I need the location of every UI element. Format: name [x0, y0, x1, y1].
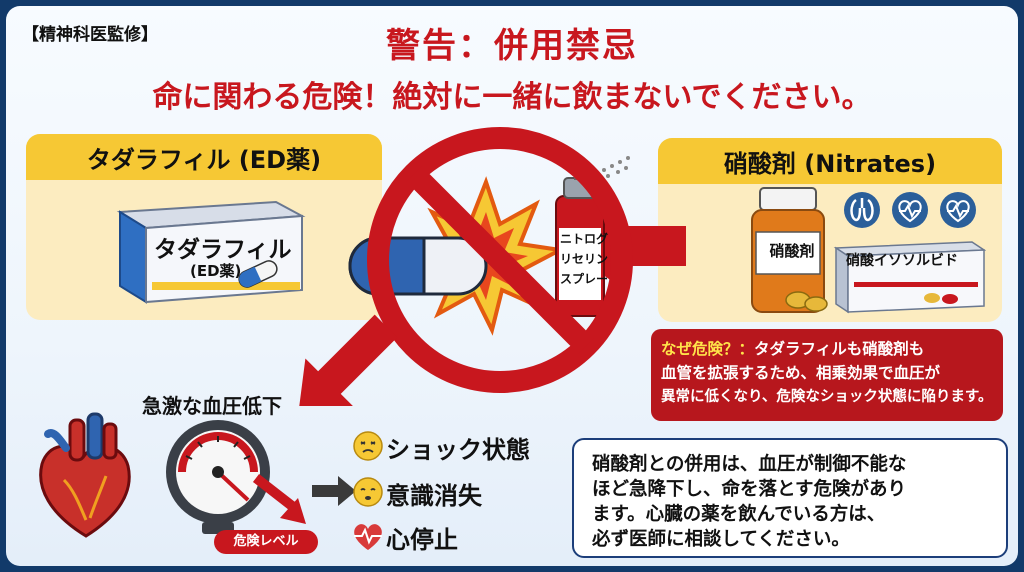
- spray-label-line1: ニトログ: [560, 232, 609, 246]
- isosorbide-box-label: 硝酸イソソルビド: [846, 253, 958, 269]
- symptom-cardiac-arrest: 心停止: [386, 526, 458, 554]
- symptom-shock: ショック状態: [386, 436, 530, 464]
- dizzy-face-icon: [353, 431, 383, 461]
- heart-pulse-icon: [892, 192, 928, 228]
- warning-line-3: ます。心臓の薬を飲んでいる方は、: [592, 504, 886, 525]
- nitrate-bottle-illustration: [751, 187, 828, 313]
- blood-pressure-drop-label: 急激な血圧低下: [142, 394, 282, 418]
- lungs-icon: [844, 192, 880, 228]
- heart-pulse-icon: [940, 192, 976, 228]
- warning-line-1: 硝酸剤との併用は、血圧が制御不能な: [592, 454, 907, 475]
- tadalafil-panel-heading: タダラフィル (ED薬): [26, 134, 382, 180]
- why-line1: タダラフィルも硝酸剤も: [754, 340, 925, 358]
- spray-label-line2: リセリン: [560, 252, 609, 266]
- fainting-face-icon: [353, 477, 383, 507]
- warning-box: 硝酸剤との併用は、血圧が制御不能な ほど急降下し、命を落とす危険があり ます。心…: [572, 438, 1008, 558]
- danger-level-badge: 危険レベル: [214, 530, 318, 554]
- symptom-unconscious: 意識消失: [386, 482, 482, 510]
- isosorbide-box-illustration: [833, 241, 986, 314]
- warning-line-2: ほど急降下し、命を落とす危険があり: [592, 479, 906, 500]
- why-dangerous-lead: なぜ危険？：: [661, 340, 755, 358]
- page-title: 警告：併用禁忌: [386, 26, 638, 66]
- warning-line-4: 必ず医師に相談してください。: [592, 529, 850, 550]
- tadalafil-box-name: タダラフィル: [154, 237, 292, 263]
- why-line3: 異常に低くなり、危険なショック状態に陥ります。: [661, 389, 993, 405]
- arrow-to-symptoms-icon: [312, 476, 356, 506]
- page-subtitle: 命に関わる危険！絶対に一緒に飲まないでください。: [152, 80, 872, 115]
- tadalafil-box-sub: (ED薬): [190, 262, 242, 280]
- blood-pressure-gauge-icon: [166, 420, 306, 534]
- spray-label-line3: スプレー: [560, 272, 609, 286]
- nitrates-panel-heading: 硝酸剤 (Nitrates): [658, 138, 1002, 184]
- prohibition-illustration: [298, 127, 686, 406]
- heart-illustration: [39, 412, 131, 538]
- tadalafil-box-illustration: [116, 200, 306, 304]
- supervision-tag: 【精神科医監修】: [22, 25, 158, 45]
- bottle-label: 硝酸剤: [769, 242, 815, 260]
- infographic: 【精神科医監修】 警告：併用禁忌 命に関わる危険！絶対に一緒に飲まないでください…: [6, 6, 1018, 566]
- why-dangerous-box: なぜ危険？：タダラフィルも硝酸剤も 血管を拡張するため、相乗効果で血圧が 異常に…: [651, 329, 1003, 421]
- why-line2: 血管を拡張するため、相乗効果で血圧が: [661, 364, 941, 382]
- heart-pulse-icon: [354, 524, 382, 550]
